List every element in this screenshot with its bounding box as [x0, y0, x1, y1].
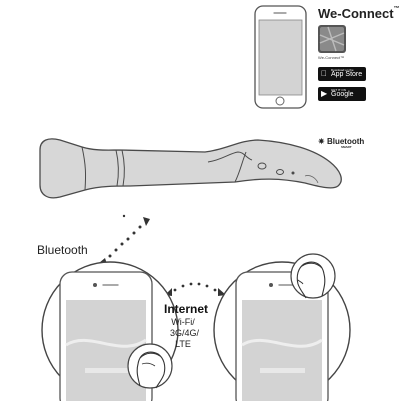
right-person-bubble: [291, 254, 335, 298]
app-store-text: App Store: [331, 68, 362, 82]
app-icon-label: We-Connect™: [318, 55, 344, 60]
internet-sub-label: Wi-Fi/ 3G/4G/ LTE: [170, 317, 196, 350]
left-person-bubble: [128, 344, 172, 388]
top-phone: [255, 6, 306, 108]
wand-device: [40, 139, 341, 198]
bluetooth-icon: ✷: [318, 137, 325, 146]
google-play-badge[interactable]: ▶ GET IT ON Google Play: [318, 87, 366, 101]
bluetooth-dotted-arrow: [99, 215, 150, 264]
brand-title: We-Connect™: [318, 6, 400, 21]
google-play-text: Google Play: [331, 88, 366, 116]
play-icon: ▶: [321, 87, 327, 101]
brand-name: We-Connect: [318, 6, 394, 21]
app-store-badge[interactable]:  Download on the App Store: [318, 67, 366, 81]
we-connect-app-icon: [318, 25, 346, 53]
bluetooth-smart-logo: ✷ Bluetooth SMART: [318, 137, 364, 146]
internet-label: Internet: [164, 302, 208, 316]
internet-dotted-arrow: [165, 283, 226, 296]
bluetooth-label: Bluetooth: [37, 243, 88, 257]
brand-trademark: ™: [394, 6, 400, 12]
bluetooth-logo-sub: SMART: [341, 145, 352, 149]
apple-icon: : [321, 67, 327, 81]
